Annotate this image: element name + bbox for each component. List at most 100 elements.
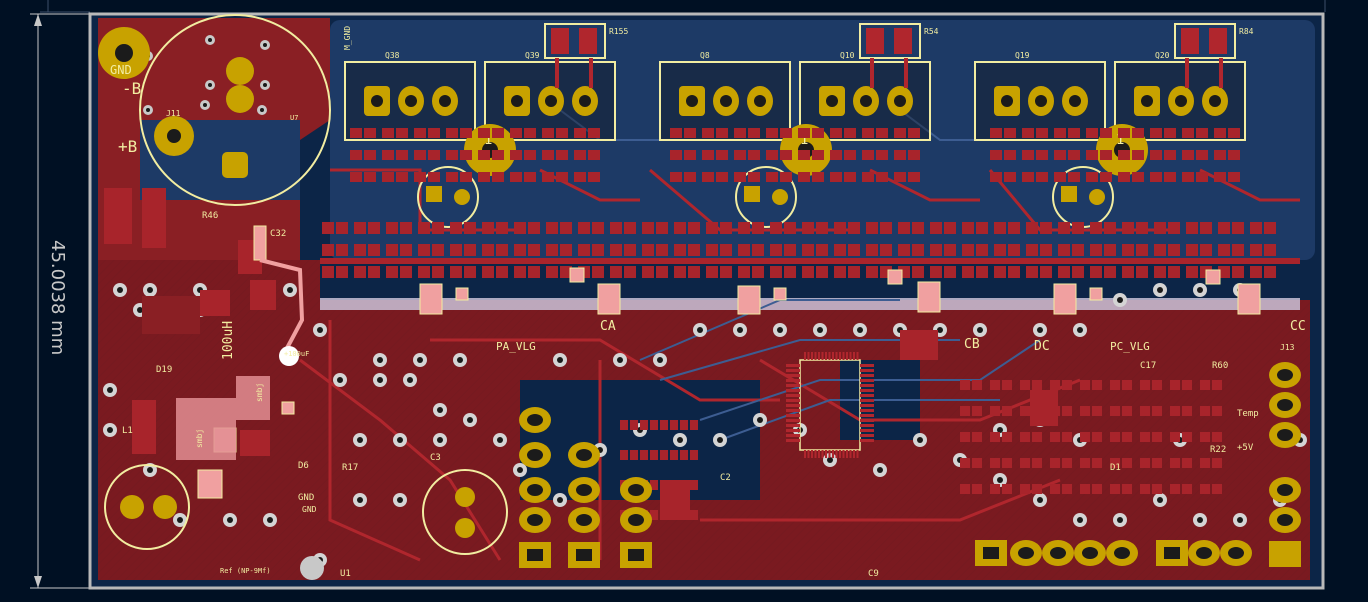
smd-pad-367 <box>1062 432 1072 442</box>
mosfet-q39: Q39 <box>484 51 616 141</box>
mcu-pin <box>814 450 817 458</box>
smd-pad-334 <box>1110 380 1120 390</box>
smd-pad-218 <box>546 244 558 256</box>
smd-pad-275 <box>496 266 508 278</box>
mosfet-q20: Q20 <box>1114 51 1246 141</box>
smd-pad-419 <box>670 420 678 430</box>
smd-pad-159 <box>560 222 572 234</box>
smd-pad-10 <box>510 128 522 138</box>
smd-pad-293 <box>784 266 796 278</box>
mcu-pin <box>786 399 800 402</box>
mcu-pin <box>860 439 874 442</box>
highlight-via <box>279 346 299 366</box>
mcu-pin <box>786 424 800 427</box>
smd-pad-106 <box>1150 128 1162 138</box>
label-c17: C17 <box>1140 361 1156 371</box>
smd-pad-135 <box>1100 172 1112 182</box>
smd-pad-424 <box>640 450 648 460</box>
smd-pad-2 <box>382 128 394 138</box>
mosfet-label: Q20 <box>1155 51 1170 60</box>
smd-pad-255 <box>1136 244 1148 256</box>
smd-pad-104 <box>1118 128 1130 138</box>
smd-pad-373 <box>1152 432 1162 442</box>
mcu-pin <box>860 429 874 432</box>
smd-pad-452 <box>240 430 270 456</box>
smd-pad-405 <box>1092 484 1102 494</box>
smd-pad-163 <box>624 222 636 234</box>
highlight-pad-9 <box>281 401 295 415</box>
smd-pad-149 <box>400 222 412 234</box>
smd-pad-30 <box>574 150 586 160</box>
smd-pad-241 <box>912 244 924 256</box>
smd-pad-335 <box>1122 380 1132 390</box>
smd-pad-133 <box>1068 172 1080 182</box>
smd-pad-83 <box>716 172 728 182</box>
smd-pad-28 <box>542 150 554 160</box>
smd-pad-180 <box>898 222 910 234</box>
smd-pad-191 <box>1072 222 1084 234</box>
smd-pad-384 <box>1050 458 1060 468</box>
smd-pad-296 <box>834 266 846 278</box>
smd-pad-390 <box>1140 458 1150 468</box>
mosfet-q38: Q38 <box>344 51 476 141</box>
highlight-pad-13 <box>455 287 469 301</box>
smd-pad-40 <box>478 172 490 182</box>
smd-pad-225 <box>656 244 668 256</box>
label-m-gnd: M_GND <box>343 26 352 50</box>
smd-pad-295 <box>816 266 828 278</box>
mcu-pin <box>786 379 800 382</box>
smd-pad-112 <box>990 150 1002 160</box>
label-c3: C3 <box>430 453 441 463</box>
aux-connector <box>1269 362 1301 567</box>
smd-pad-317 <box>1168 266 1180 278</box>
mcu-pin <box>842 450 845 458</box>
smd-pad-247 <box>1008 244 1020 256</box>
smd-pad-6 <box>446 128 458 138</box>
smd-pad-91 <box>844 172 856 182</box>
smd-pad-428 <box>680 450 688 460</box>
smd-pad-8 <box>478 128 490 138</box>
mcu-pin <box>860 389 874 392</box>
smd-pad-212 <box>450 244 462 256</box>
smd-pad-383 <box>1032 458 1042 468</box>
mcu-pin <box>839 352 841 360</box>
smd-pad-359 <box>1212 406 1222 416</box>
smd-pad-36 <box>414 172 426 182</box>
smd-pad-320 <box>1218 266 1230 278</box>
smd-pad-351 <box>1092 406 1102 416</box>
smd-pad-358 <box>1200 406 1210 416</box>
smd-pad-239 <box>880 244 892 256</box>
mcu-pin <box>786 369 800 372</box>
smd-pad-309 <box>1040 266 1052 278</box>
smd-pad-110 <box>1214 128 1226 138</box>
smd-pad-372 <box>1140 432 1150 442</box>
mcu-pin <box>860 434 874 437</box>
smd-pad-361 <box>972 432 982 442</box>
label-plus-b: +B <box>118 137 137 156</box>
label-gnd-pin: GND <box>302 505 317 514</box>
smd-pad-20 <box>414 150 426 160</box>
smd-pad-54 <box>766 128 778 138</box>
smd-pad-248 <box>1026 244 1038 256</box>
smd-pad-214 <box>482 244 494 256</box>
smd-pad-48 <box>670 128 682 138</box>
smd-pad-114 <box>1022 150 1034 160</box>
smd-pad-323 <box>1264 266 1276 278</box>
smd-pad-137 <box>1132 172 1144 182</box>
smd-pad-310 <box>1058 266 1070 278</box>
aux-pin-3 <box>1269 422 1301 448</box>
smd-pad-352 <box>1110 406 1120 416</box>
smd-pad-416 <box>640 420 648 430</box>
smd-pad-39 <box>460 172 472 182</box>
smd-pad-1 <box>364 128 376 138</box>
label-cc: CC <box>1290 319 1306 334</box>
smd-pad-344 <box>990 406 1000 416</box>
mcu-pin <box>860 394 874 397</box>
smd-pad-227 <box>688 244 700 256</box>
smd-pad-243 <box>944 244 956 256</box>
label-minus-b: -B <box>122 79 141 98</box>
smd-pad-93 <box>876 172 888 182</box>
smd-pad-156 <box>514 222 526 234</box>
smd-pad-277 <box>528 266 540 278</box>
mosfet-q8: Q8 <box>659 51 791 141</box>
